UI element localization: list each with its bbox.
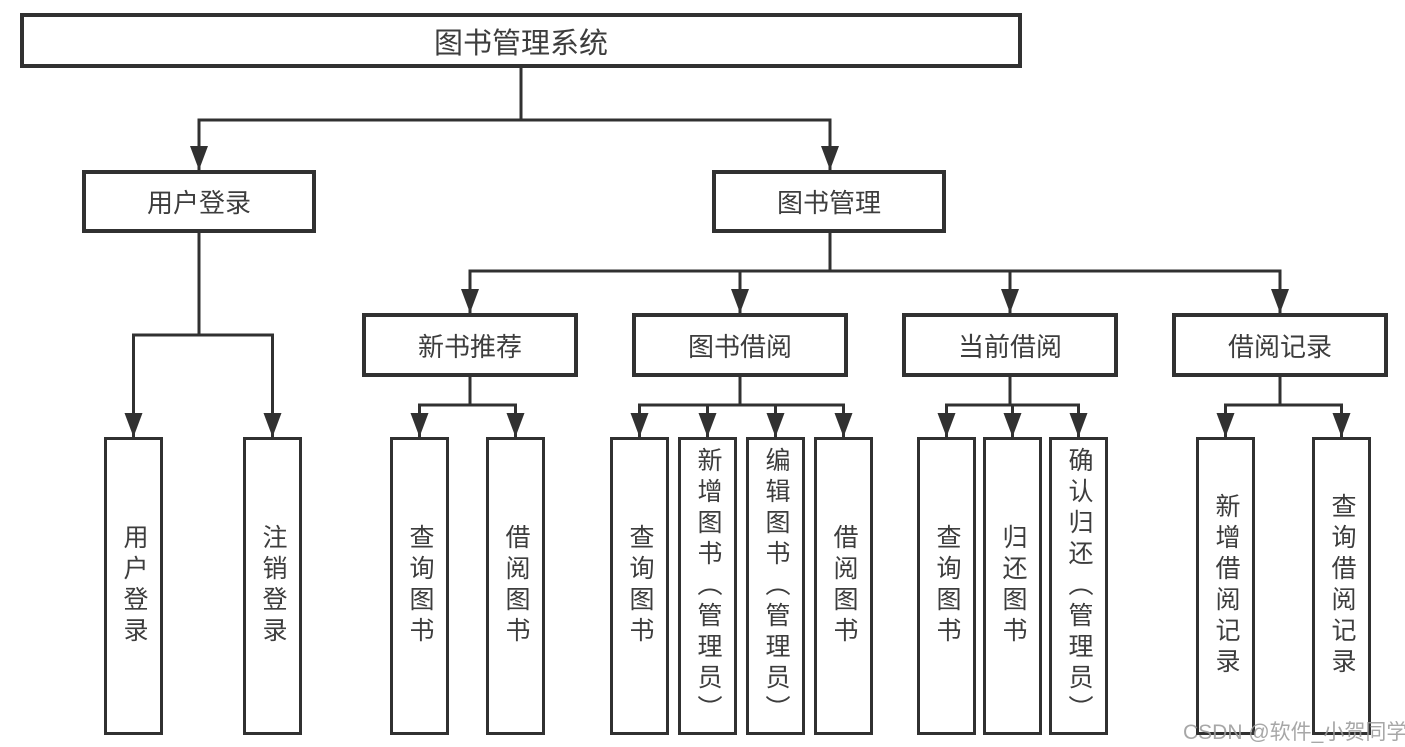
leaf-edit-book-admin-label: 编辑图书（管理员） bbox=[762, 446, 790, 726]
node-book-borrowing: 图书借阅 bbox=[632, 313, 848, 377]
node-library-management-system: 图书管理系统 bbox=[20, 13, 1022, 68]
leaf-logout: 注销登录 bbox=[243, 437, 302, 735]
leaf-query-borrow-record-label: 查询借阅记录 bbox=[1328, 493, 1356, 679]
node-library-management-system-label: 图书管理系统 bbox=[433, 27, 608, 60]
leaf-add-book-admin: 新增图书（管理员） bbox=[678, 437, 737, 735]
node-book-management: 图书管理 bbox=[712, 170, 946, 233]
leaf-current-query-books-label: 查询图书 bbox=[933, 524, 961, 648]
leaf-return-books: 归还图书 bbox=[983, 437, 1042, 735]
leaf-recommend-borrow-books: 借阅图书 bbox=[486, 437, 545, 735]
node-new-book-recommendation: 新书推荐 bbox=[362, 313, 578, 377]
leaf-edit-book-admin: 编辑图书（管理员） bbox=[746, 437, 805, 735]
csdn-watermark: CSDN @软件_小贺同学 bbox=[1183, 721, 1405, 744]
node-user-login-label: 用户登录 bbox=[146, 188, 251, 218]
node-new-book-recommendation-label: 新书推荐 bbox=[417, 331, 522, 362]
leaf-query-borrow-record: 查询借阅记录 bbox=[1312, 437, 1371, 735]
leaf-return-books-label: 归还图书 bbox=[999, 524, 1027, 648]
leaf-add-borrow-record: 新增借阅记录 bbox=[1196, 437, 1255, 735]
node-current-borrowing: 当前借阅 bbox=[902, 313, 1118, 377]
leaf-add-borrow-record-label: 新增借阅记录 bbox=[1212, 493, 1240, 679]
leaf-borrowing-query-books-label: 查询图书 bbox=[626, 524, 654, 648]
leaf-recommend-borrow-books-label: 借阅图书 bbox=[502, 524, 530, 648]
node-book-management-label: 图书管理 bbox=[776, 188, 881, 218]
leaf-borrowing-borrow-books-label: 借阅图书 bbox=[830, 524, 858, 648]
leaf-recommend-query-books: 查询图书 bbox=[390, 437, 449, 735]
leaf-confirm-return-admin: 确认归还（管理员） bbox=[1049, 437, 1108, 735]
leaf-recommend-query-books-label: 查询图书 bbox=[406, 524, 434, 648]
leaf-user-login: 用户登录 bbox=[104, 437, 163, 735]
node-borrowing-records: 借阅记录 bbox=[1172, 313, 1388, 377]
leaf-current-query-books: 查询图书 bbox=[917, 437, 976, 735]
node-book-borrowing-label: 图书借阅 bbox=[687, 331, 792, 362]
leaf-borrowing-query-books: 查询图书 bbox=[610, 437, 669, 735]
node-user-login: 用户登录 bbox=[82, 170, 316, 233]
leaf-user-login-label: 用户登录 bbox=[120, 524, 148, 648]
leaf-borrowing-borrow-books: 借阅图书 bbox=[814, 437, 873, 735]
node-current-borrowing-label: 当前借阅 bbox=[957, 331, 1062, 362]
leaf-logout-label: 注销登录 bbox=[259, 524, 287, 648]
leaf-add-book-admin-label: 新增图书（管理员） bbox=[694, 446, 722, 726]
leaf-confirm-return-admin-label: 确认归还（管理员） bbox=[1065, 446, 1093, 726]
node-borrowing-records-label: 借阅记录 bbox=[1227, 331, 1332, 362]
